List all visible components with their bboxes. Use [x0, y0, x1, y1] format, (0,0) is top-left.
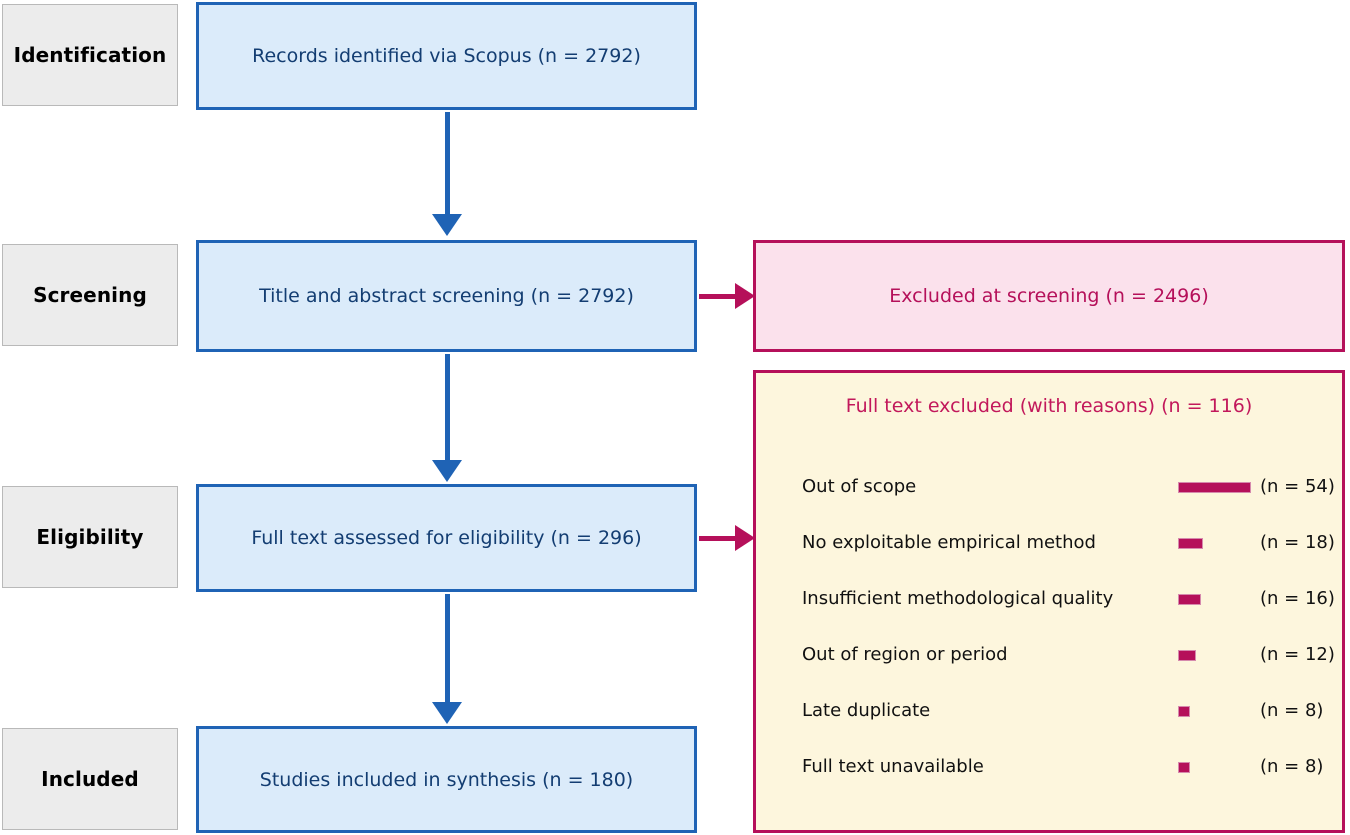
- reason-bar: [1178, 762, 1190, 773]
- flow-box-text: Title and abstract screening (n = 2792): [259, 285, 634, 307]
- arrow-shaft: [444, 354, 450, 460]
- reason-bar: [1178, 706, 1190, 717]
- reason-label: Out of scope: [802, 476, 917, 497]
- arrow-shaft: [444, 594, 450, 702]
- flow-box-full-text-assessed: Full text assessed for eligibility (n = …: [196, 484, 697, 592]
- arrow-identification-to-screening: [417, 112, 477, 236]
- stage-label-text: Included: [41, 767, 139, 791]
- reason-row: Out of scope (n = 54): [756, 474, 1342, 500]
- reason-count: (n = 8): [1260, 756, 1324, 777]
- stage-label-included: Included: [2, 728, 178, 830]
- arrow-head-icon: [432, 460, 462, 482]
- stage-label-text: Identification: [13, 43, 167, 67]
- flow-box-studies-included: Studies included in synthesis (n = 180): [196, 726, 697, 833]
- flow-box-text: Full text assessed for eligibility (n = …: [251, 527, 642, 549]
- arrow-screening-to-excluded: [699, 281, 755, 311]
- arrow-head-icon: [735, 525, 755, 551]
- reason-label: No exploitable empirical method: [802, 532, 1096, 553]
- reason-bar: [1178, 594, 1201, 605]
- reason-bar: [1178, 482, 1251, 493]
- arrow-head-icon: [432, 214, 462, 236]
- flow-box-records-identified: Records identified via Scopus (n = 2792): [196, 2, 697, 110]
- arrow-screening-to-eligibility: [417, 354, 477, 482]
- reason-label: Out of region or period: [802, 644, 1008, 665]
- stage-label-text: Screening: [33, 283, 147, 307]
- reason-label: Insufficient methodological quality: [802, 588, 1114, 609]
- reason-row: Insufficient methodological quality (n =…: [756, 586, 1342, 612]
- reason-count: (n = 16): [1260, 588, 1335, 609]
- flow-box-title-abstract-screening: Title and abstract screening (n = 2792): [196, 240, 697, 352]
- reason-row: Late duplicate (n = 8): [756, 698, 1342, 724]
- excluded-box-text: Excluded at screening (n = 2496): [889, 285, 1209, 307]
- reason-count: (n = 54): [1260, 476, 1335, 497]
- arrow-eligibility-to-reasons: [699, 523, 755, 553]
- flow-box-text: Studies included in synthesis (n = 180): [259, 768, 634, 791]
- reason-row: Full text unavailable (n = 8): [756, 754, 1342, 780]
- arrow-shaft: [444, 112, 450, 214]
- stage-label-eligibility: Eligibility: [2, 486, 178, 588]
- reason-label: Full text unavailable: [802, 756, 984, 777]
- stage-label-identification: Identification: [2, 4, 178, 106]
- reason-label: Late duplicate: [802, 700, 931, 721]
- stage-label-text: Eligibility: [36, 525, 144, 549]
- reason-bar: [1178, 650, 1196, 661]
- arrow-shaft: [699, 535, 739, 541]
- flow-box-text: Records identified via Scopus (n = 2792): [252, 45, 641, 67]
- reason-row: Out of region or period (n = 12): [756, 642, 1342, 668]
- reason-count: (n = 12): [1260, 644, 1335, 665]
- arrow-shaft: [699, 293, 739, 299]
- reasons-panel-title: Full text excluded (with reasons) (n = 1…: [845, 395, 1253, 417]
- reason-row: No exploitable empirical method (n = 18): [756, 530, 1342, 556]
- reason-bar: [1178, 538, 1203, 549]
- stage-label-screening: Screening: [2, 244, 178, 346]
- excluded-at-screening-box: Excluded at screening (n = 2496): [753, 240, 1345, 352]
- full-text-excluded-reasons-panel: Full text excluded (with reasons) (n = 1…: [753, 370, 1345, 833]
- arrow-head-icon: [432, 702, 462, 724]
- reason-count: (n = 18): [1260, 532, 1335, 553]
- arrow-head-icon: [735, 283, 755, 309]
- reason-count: (n = 8): [1260, 700, 1324, 721]
- arrow-eligibility-to-included: [417, 594, 477, 724]
